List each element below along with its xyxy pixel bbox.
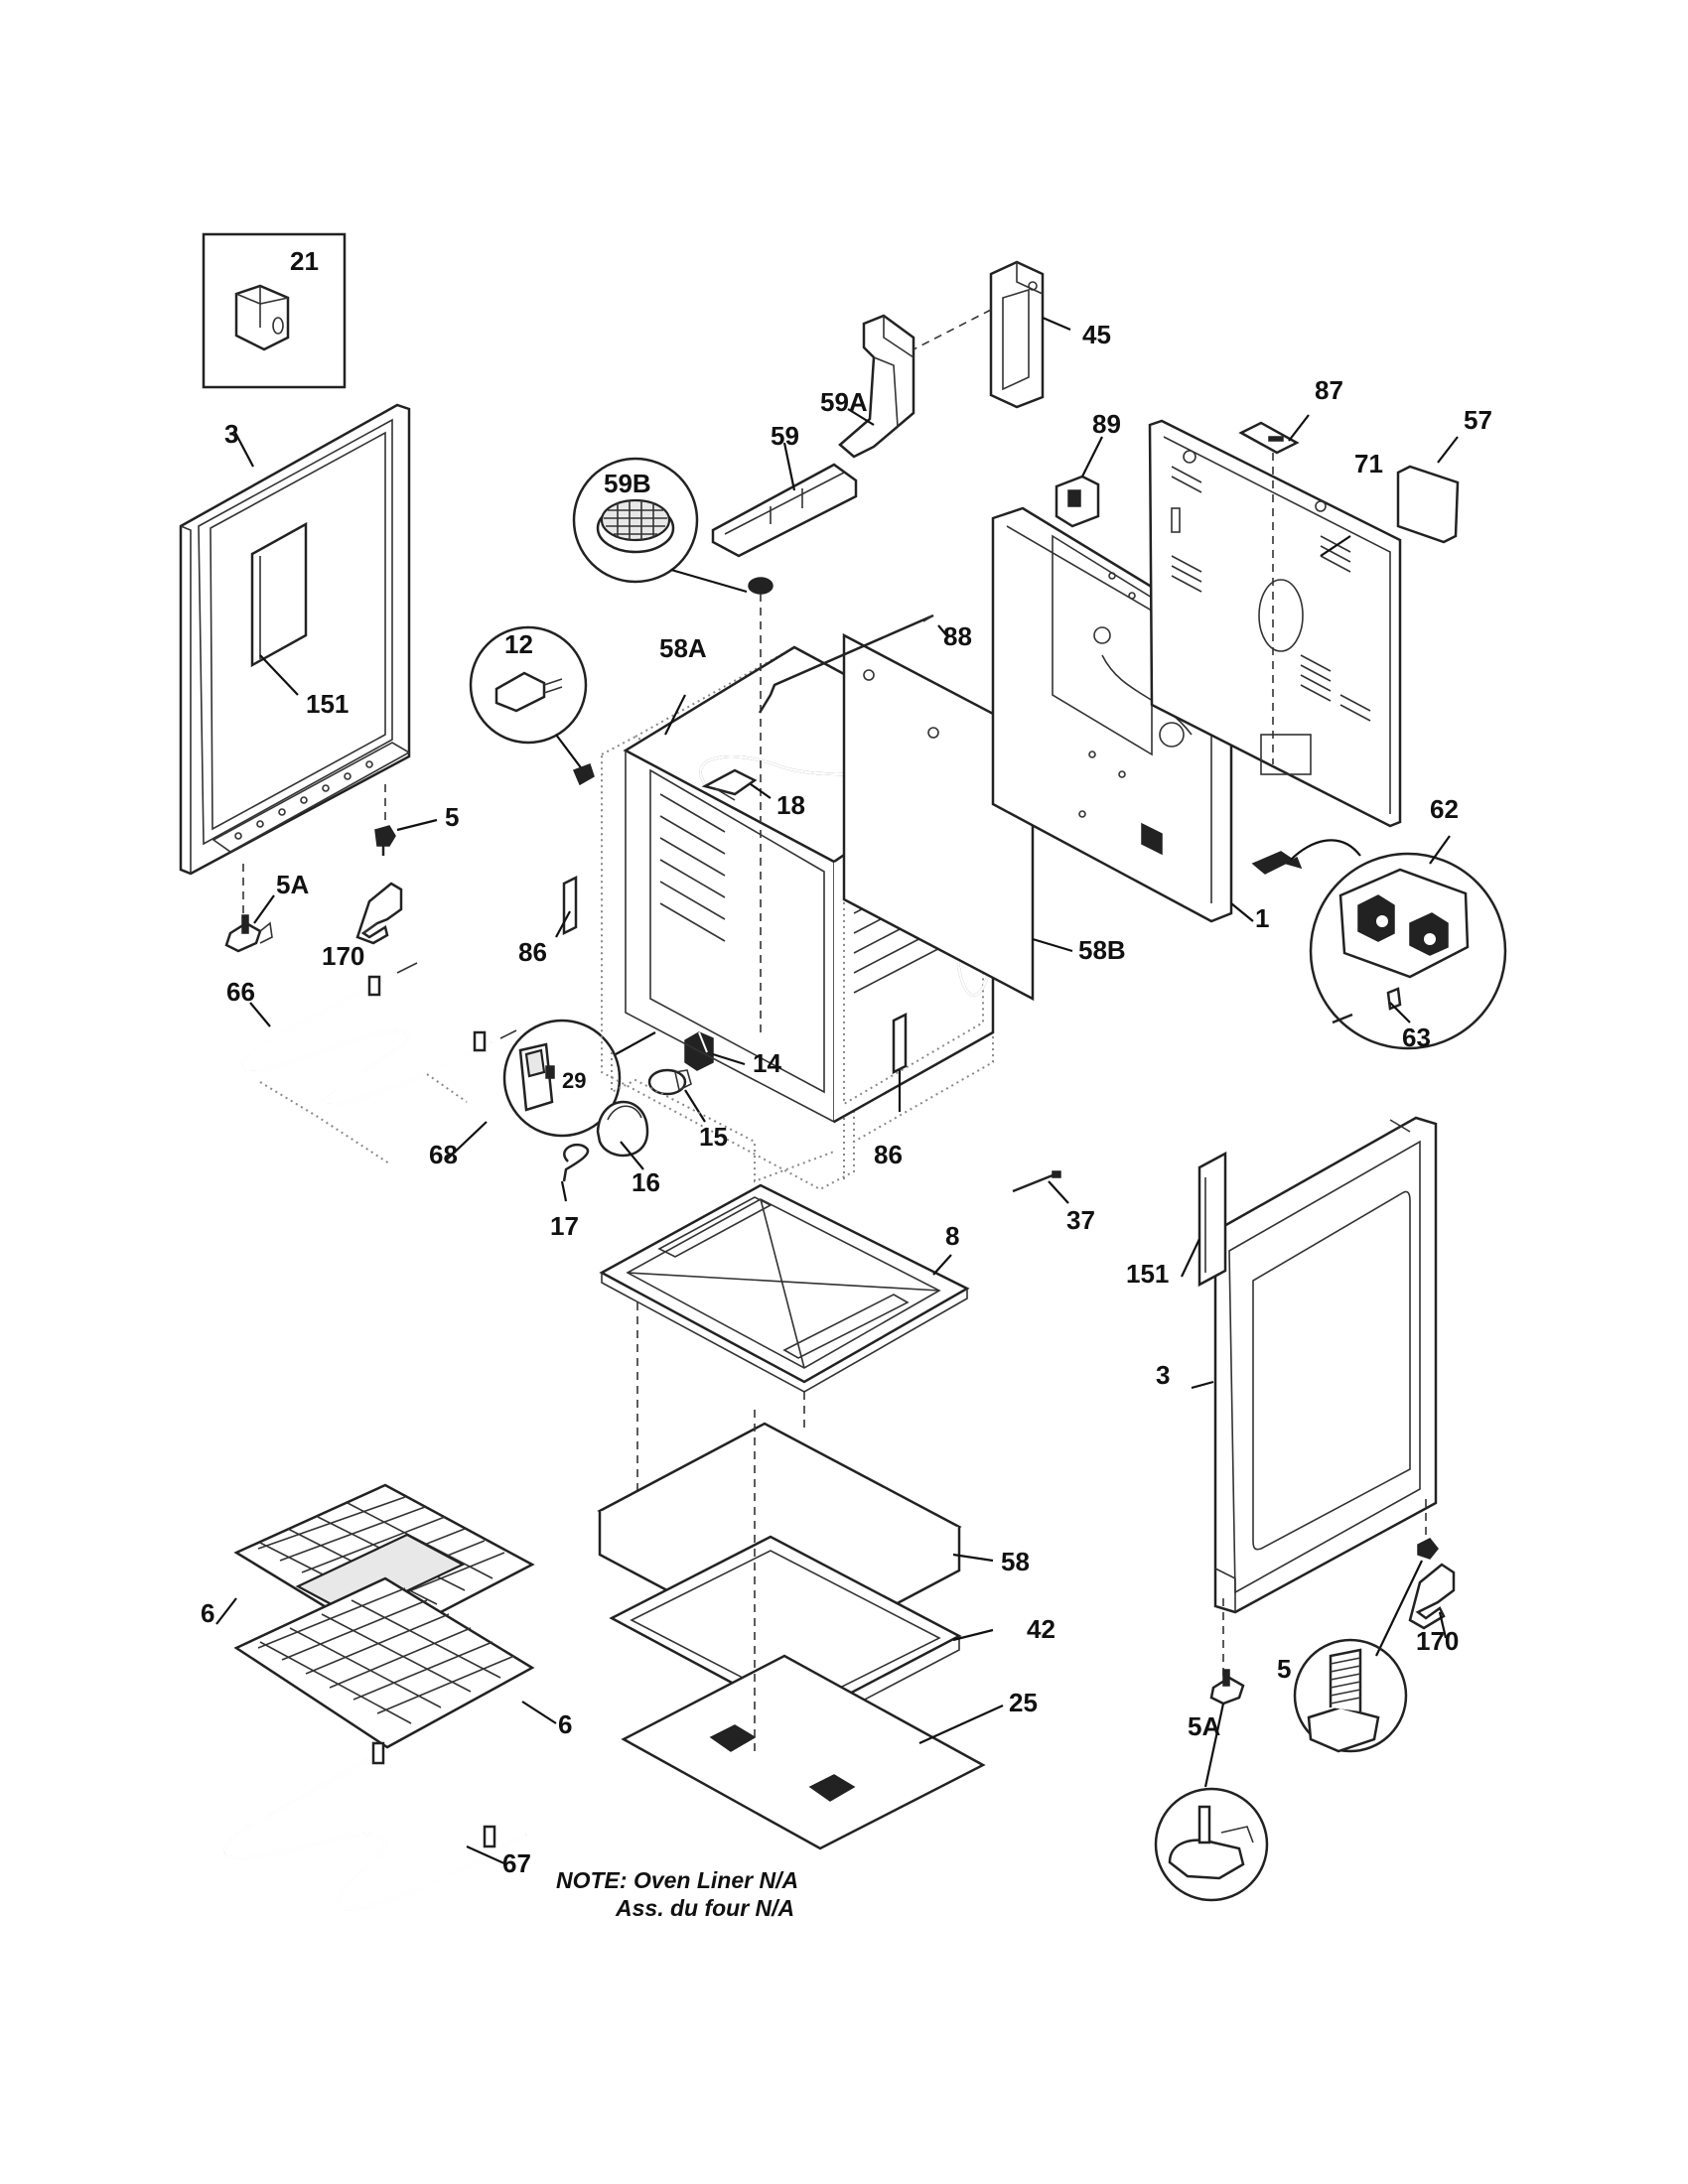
callout-15: 15 — [699, 1122, 728, 1152]
note-line-1: NOTE: Oven Liner N/A — [556, 1867, 799, 1893]
back-insulation — [842, 632, 1073, 1002]
callout-58: 58 — [1001, 1547, 1030, 1576]
callout-67: 67 — [502, 1848, 531, 1878]
vent-box-45 — [989, 260, 1071, 409]
duct-59 — [711, 442, 858, 558]
callout-57: 57 — [1464, 405, 1492, 435]
callout-21: 21 — [290, 246, 319, 276]
oven-bottom — [599, 1183, 970, 1578]
bake-element — [239, 962, 517, 1164]
callout-59: 59 — [771, 421, 799, 451]
bracket-87 — [1238, 414, 1310, 764]
callout-6-bottom: 6 — [558, 1709, 573, 1739]
note-line-2: Ass. du four N/A — [616, 1895, 795, 1921]
callout-5a-left: 5A — [276, 870, 310, 899]
callout-25: 25 — [1009, 1688, 1038, 1717]
bracket-89 — [1055, 436, 1103, 528]
right-leveler-parts — [1154, 1499, 1456, 1902]
callout-29: 29 — [562, 1068, 587, 1093]
brackets-86 — [555, 875, 908, 1112]
callout-58a: 58A — [659, 633, 707, 663]
broil-element — [223, 1741, 527, 1911]
duct-59a — [838, 309, 992, 459]
callout-12: 12 — [504, 629, 533, 659]
callout-5-right: 5 — [1277, 1654, 1292, 1684]
callout-68: 68 — [429, 1140, 458, 1169]
callout-3-left: 3 — [224, 419, 239, 449]
callout-71: 71 — [1354, 449, 1383, 478]
part-59b-detail — [572, 457, 774, 1032]
left-side-panel — [179, 403, 411, 876]
callout-5a-right: 5A — [1188, 1711, 1221, 1741]
terminal-block-detail — [1251, 835, 1507, 1050]
callout-59b: 59B — [604, 469, 651, 498]
callout-3-right: 3 — [1156, 1360, 1171, 1390]
callout-6-top: 6 — [201, 1598, 215, 1628]
callout-42: 42 — [1027, 1614, 1055, 1644]
oven-racks — [215, 1483, 557, 1749]
callout-170-right: 170 — [1416, 1626, 1460, 1656]
callout-88: 88 — [943, 621, 972, 651]
part-12-detail — [469, 625, 595, 786]
part-29-detail — [502, 1019, 656, 1138]
plate-57 — [1396, 436, 1460, 544]
callout-14: 14 — [753, 1048, 781, 1078]
rear-cover — [1148, 419, 1402, 828]
callout-16: 16 — [632, 1167, 660, 1197]
wire-88 — [758, 614, 949, 714]
callout-8: 8 — [945, 1221, 960, 1251]
bottom-frame-and-cover — [609, 1410, 1004, 1850]
wire-37 — [1012, 1170, 1069, 1204]
callout-151-right: 151 — [1126, 1259, 1170, 1289]
callout-86-right: 86 — [874, 1140, 903, 1169]
part-21-inset — [202, 232, 347, 389]
callout-170-left: 170 — [322, 941, 365, 971]
left-leveler-parts — [224, 784, 438, 953]
callout-151-left: 151 — [306, 689, 350, 719]
callout-87: 87 — [1315, 375, 1343, 405]
callout-86-left: 86 — [518, 937, 547, 967]
callout-66: 66 — [226, 977, 255, 1007]
clip-18 — [701, 768, 772, 801]
callout-17: 17 — [550, 1211, 579, 1241]
callout-58b: 58B — [1078, 935, 1126, 965]
callout-18: 18 — [776, 790, 805, 820]
callout-37: 37 — [1066, 1205, 1095, 1235]
right-side-panel — [1181, 1116, 1438, 1614]
callout-5-left: 5 — [445, 802, 460, 832]
callout-62: 62 — [1430, 794, 1459, 824]
callout-59a: 59A — [820, 387, 868, 417]
callout-63: 63 — [1402, 1023, 1431, 1052]
callout-1: 1 — [1255, 903, 1270, 933]
callout-45: 45 — [1082, 320, 1111, 349]
callout-89: 89 — [1092, 409, 1121, 439]
